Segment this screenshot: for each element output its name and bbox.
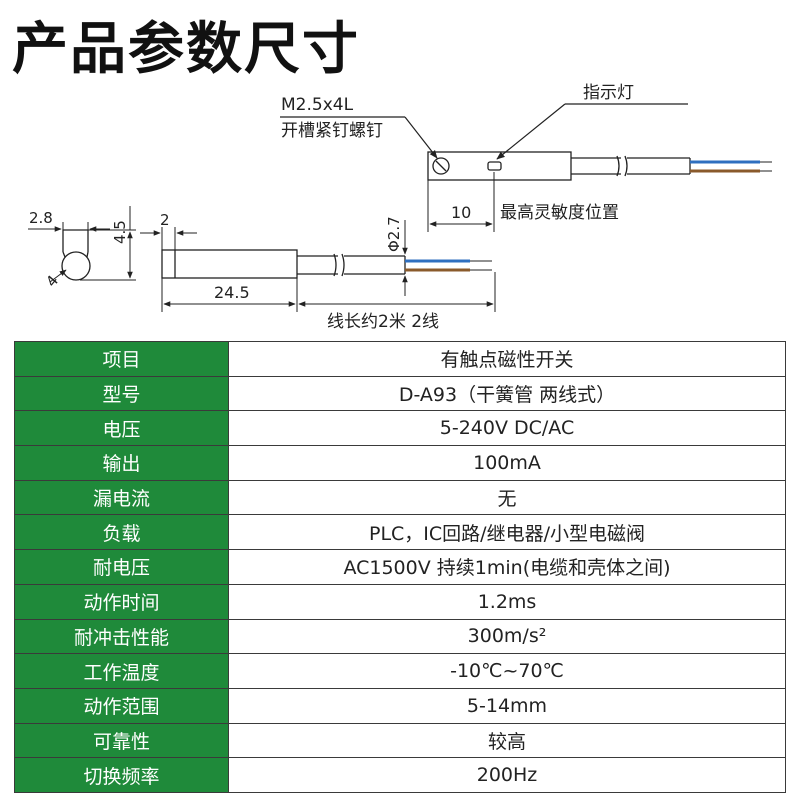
spec-key: 电压 xyxy=(14,410,229,447)
spec-key: 输出 xyxy=(14,445,229,481)
spec-row: 漏电流无 xyxy=(14,479,786,516)
sensor-top-view xyxy=(427,151,691,181)
spec-key: 工作温度 xyxy=(14,653,229,689)
spec-value: 较高 xyxy=(228,722,786,759)
dim-width: 2.8 xyxy=(29,209,53,227)
spec-key: 耐电压 xyxy=(14,549,229,585)
spec-value: PLC，IC回路/继电器/小型电磁阀 xyxy=(228,514,786,551)
dim-diameter: Φ2.7 xyxy=(385,216,403,252)
spec-key: 动作范围 xyxy=(14,687,229,724)
spec-value: D-A93（干簧管 两线式） xyxy=(228,375,786,412)
spec-value: 100mA xyxy=(228,445,786,481)
spec-row: 项目有触点磁性开关 xyxy=(14,341,786,377)
spec-value: 1.2ms xyxy=(228,583,786,620)
spec-value: 5-14mm xyxy=(228,687,786,724)
spec-row: 工作温度-10℃~70℃ xyxy=(14,653,786,689)
sensor-end-view xyxy=(61,229,91,281)
dim-height: 4.5 xyxy=(111,220,129,244)
screw-desc: 开槽紧钉螺钉 xyxy=(281,121,383,141)
page-title: 产品参数尺寸 xyxy=(12,17,360,82)
spec-value: AC1500V 持续1min(电缆和壳体之间) xyxy=(228,549,786,585)
spec-key: 耐冲击性能 xyxy=(14,618,229,655)
cable-note: 线长约2米 2线 xyxy=(327,312,439,332)
spec-key: 负载 xyxy=(14,514,229,551)
spec-key: 型号 xyxy=(14,375,229,412)
spec-value: 5-240V DC/AC xyxy=(228,410,786,447)
spec-value: 200Hz xyxy=(228,757,786,793)
sensitive-dim: 10 xyxy=(451,203,471,222)
spec-value: 无 xyxy=(228,479,786,516)
indicator-label: 指示灯 xyxy=(583,83,634,103)
dim-length: 24.5 xyxy=(214,283,250,302)
spec-value: 300m/s² xyxy=(228,618,786,655)
spec-row: 可靠性较高 xyxy=(14,722,786,759)
screw-label: M2.5x4L xyxy=(281,95,354,115)
spec-key: 动作时间 xyxy=(14,583,229,620)
spec-key: 可靠性 xyxy=(14,722,229,759)
spec-value: -10℃~70℃ xyxy=(228,653,786,689)
spec-key: 项目 xyxy=(14,341,229,377)
spec-key: 切换频率 xyxy=(14,757,229,793)
spec-key: 漏电流 xyxy=(14,479,229,516)
dim-tip: 2 xyxy=(160,211,170,229)
spec-value: 有触点磁性开关 xyxy=(228,341,786,377)
sensor-side-view xyxy=(161,249,406,279)
sensitive-pos-label: 最高灵敏度位置 xyxy=(500,203,619,223)
dimension-drawing: M2.5x4L 开槽紧钉螺钉 指示灯 10 最高灵敏度位置 2.8 4.5 4 xyxy=(28,83,772,332)
